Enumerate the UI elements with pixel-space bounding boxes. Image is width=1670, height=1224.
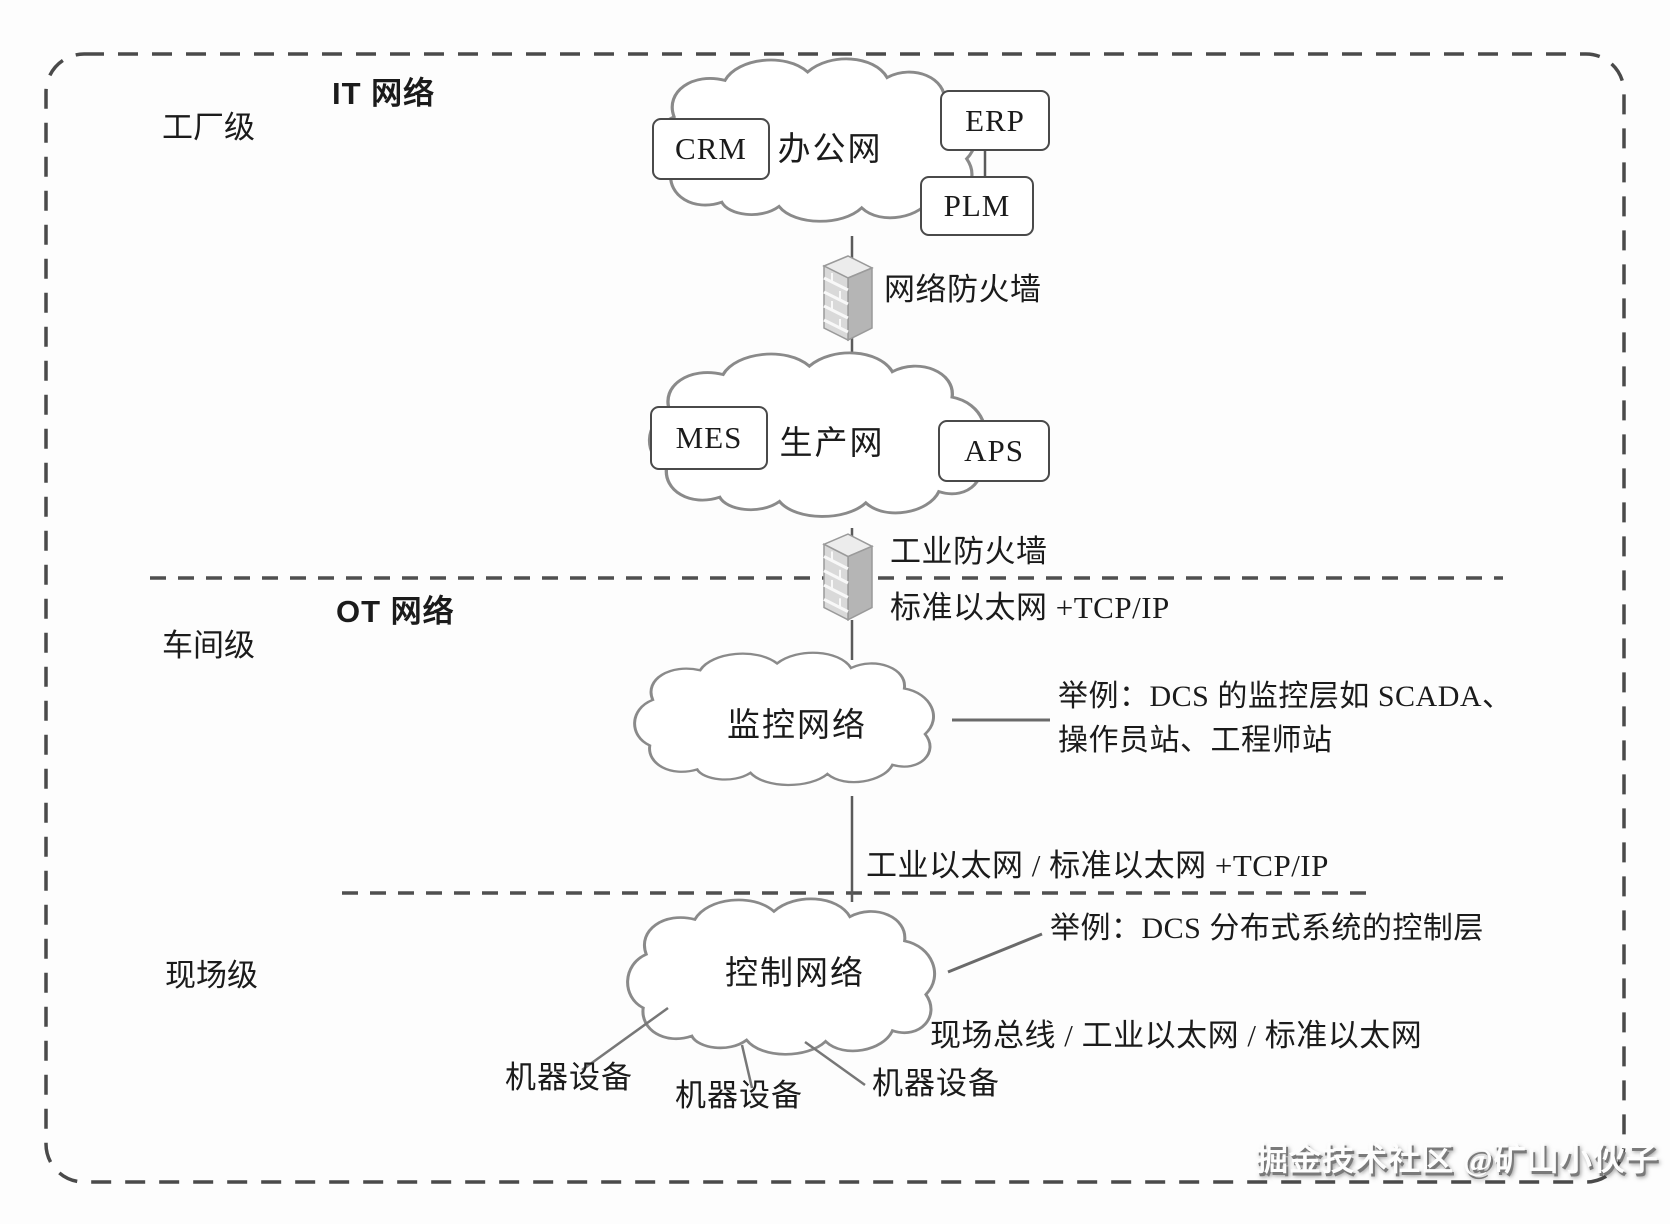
watermark-text: 掘金技术社区 @矿山小伙子 [1256, 1141, 1659, 1177]
control-annotation: 举例：DCS 分布式系统的控制层 [1050, 912, 1484, 945]
control-cloud-label: 控制网络 [725, 956, 865, 992]
system-box-erp: ERP [940, 90, 1050, 151]
level-label-factory: 工厂级 [162, 110, 255, 145]
outer-dashed-border [44, 52, 1626, 1184]
level-label-field: 现场级 [165, 958, 258, 993]
level-label-workshop: 车间级 [162, 628, 255, 663]
industrial-ethernet-label: 工业以太网 / 标准以太网 +TCP/IP [866, 848, 1329, 883]
zone-label-it: IT 网络 [332, 76, 436, 111]
system-box-mes: MES [650, 406, 768, 470]
industrial-firewall-icon [822, 532, 874, 622]
fieldbus-label: 现场总线 / 工业以太网 / 标准以太网 [930, 1018, 1423, 1053]
production-cloud-label: 生产网 [779, 426, 885, 462]
system-box-crm: CRM [652, 118, 770, 180]
zone-label-ot: OT 网络 [336, 594, 455, 629]
device-label-3: 机器设备 [872, 1066, 1000, 1101]
device-label-2: 机器设备 [675, 1078, 803, 1113]
device-label-1: 机器设备 [505, 1060, 633, 1095]
standard-ethernet-label: 标准以太网 +TCP/IP [890, 590, 1170, 625]
industrial-firewall-label: 工业防火墙 [890, 534, 1048, 569]
network-firewall-label: 网络防火墙 [884, 272, 1042, 307]
system-box-aps: APS [938, 420, 1050, 482]
control-annotation-connector [947, 932, 1043, 974]
supervision-annotation-line1: 举例：DCS 的监控层如 SCADA、 [1058, 680, 1513, 713]
network-firewall-icon [822, 254, 874, 342]
office-cloud-label: 办公网 [777, 132, 883, 168]
system-box-plm: PLM [920, 176, 1034, 236]
supervision-cloud-label: 监控网络 [727, 708, 867, 744]
device-lines [581, 1006, 866, 1089]
supervision-annotation-line2: 操作员站、工程师站 [1058, 724, 1333, 757]
